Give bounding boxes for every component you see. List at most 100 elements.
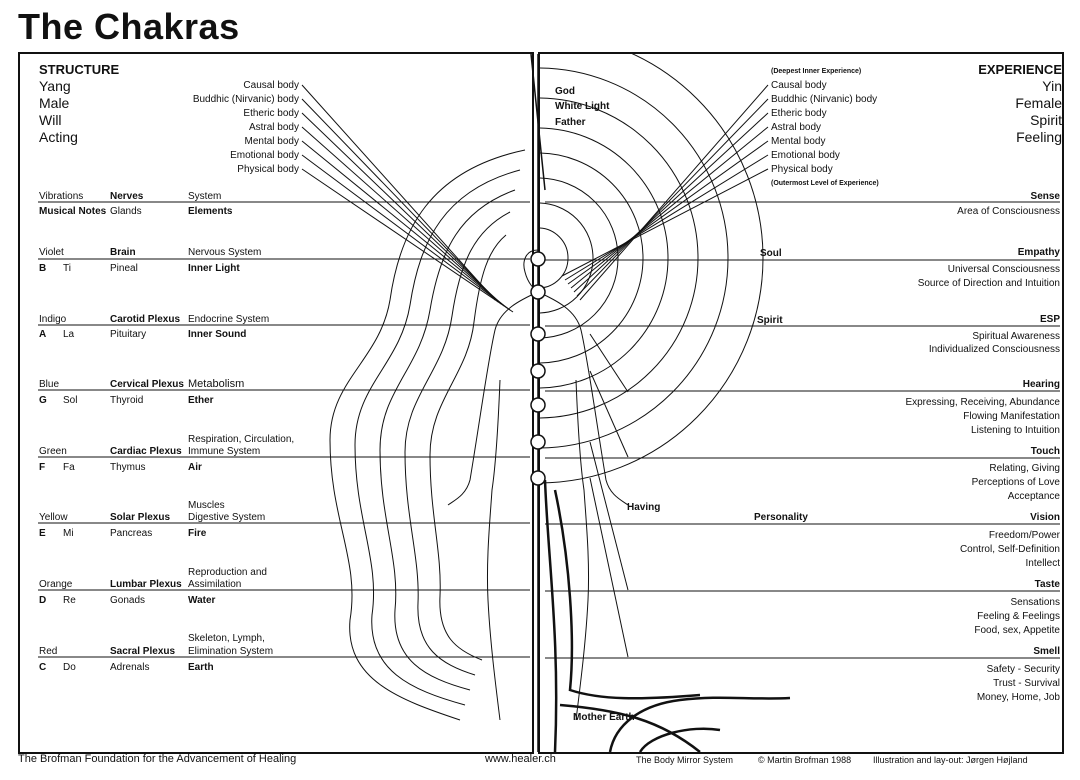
sense-name: Smell [1033,646,1060,657]
right-body-etheric: Etheric body [771,108,827,119]
chakra-note: C [39,662,47,673]
body-ray-left [301,98,499,303]
chakra-solfege: Mi [63,528,74,539]
trait-will: Will [39,112,62,128]
sense-name: ESP [1039,314,1060,325]
left-body-astral: Astral body [248,122,299,133]
sense-line: Freedom/Power [988,530,1060,541]
aura-circle [540,54,764,484]
aura-circles [540,54,764,484]
chakra-system-line2: Assimilation [188,579,242,590]
body-ray-left [301,168,514,313]
right-body-causal: Causal body [771,80,827,91]
body-ray-left [301,140,508,309]
sense-line: Expressing, Receiving, Abundance [905,397,1060,408]
chakra-node [530,397,546,413]
body-ray-left [301,84,496,301]
sense-connector [589,441,629,591]
chakra-gland: Gonads [110,595,146,606]
sense-line: Acceptance [1007,491,1060,502]
sense-line: Universal Consciousness [947,264,1060,275]
label-god: God [555,86,575,97]
sense-name: Taste [1034,579,1060,590]
light-ray [530,53,546,191]
body-ray-left [301,126,505,307]
right-body-emotional: Emotional body [771,150,840,161]
chakra-color: Yellow [39,512,68,523]
chakra-color: Red [39,646,58,657]
chakra-system-line1: Muscles [188,500,225,511]
chakra-nerve: Carotid Plexus [110,314,181,325]
aura-wave [354,169,521,706]
chakra-gland: Pancreas [110,528,153,539]
aura-wave [379,189,516,691]
trait-yin: Yin [1042,78,1062,94]
chakra-note: F [39,462,46,473]
trait-acting: Acting [39,129,78,145]
sense-connector [589,477,629,658]
chakra-color: Indigo [39,314,67,325]
chakra-node [530,326,546,342]
sense-line: Relating, Giving [989,463,1060,474]
chakra-solfege: La [63,329,75,340]
body-silhouette [447,249,629,721]
left-body-emotional: Emotional body [230,150,299,161]
page-title: The Chakras [18,6,240,47]
chakra-solfege: Ti [63,263,71,274]
sense-line: Feeling & Feelings [977,611,1060,622]
label-father: Father [555,117,586,128]
chakra-node [530,251,546,267]
aura-wave [429,234,507,661]
sense-line: Flowing Manifestation [963,411,1060,422]
chakra-system-line1: Skeleton, Lymph, [188,633,265,644]
col-musical-notes: Musical Notes [39,206,107,217]
label-white-light: White Light [555,101,610,112]
footer-foundation: The Brofman Foundation for the Advanceme… [18,753,297,765]
chakra-element: Air [188,462,202,473]
earth-root [543,479,558,753]
right-body-astral: Astral body [771,122,822,133]
chakra-element: Water [188,595,216,606]
chakra-system-line1: Reproduction and [188,567,267,578]
left-body-etheric: Etheric body [243,108,299,119]
chakra-note: D [39,595,47,606]
body-ray-right [576,98,769,297]
right-body-physical: Physical body [771,164,833,175]
sense-line: Trust - Survival [993,678,1060,689]
aura-circle [540,127,669,389]
body-ray-left [301,112,502,305]
chakra-gland: Thyroid [110,395,144,406]
chakra-color: Green [39,446,67,457]
sense-line: Perceptions of Love [971,477,1060,488]
chakra-element: Inner Light [188,263,240,274]
deepest-note: (Deepest Inner Experience) [771,68,862,75]
chakra-system: Endocrine System [188,314,270,325]
body-ray-right [579,84,769,301]
sense-name: Vision [1030,512,1060,523]
left-body-physical: Physical body [237,164,299,175]
level-having: Having [627,502,661,513]
earth-root [608,696,791,753]
footer-system: The Body Mirror System [636,755,734,765]
aura-circle [540,202,594,314]
trait-yang: Yang [39,78,71,94]
earth-root [553,489,701,700]
col-vibrations: Vibrations [39,191,84,202]
chakra-nerve: Cardiac Plexus [110,446,182,457]
sense-line: Individualized Consciousness [928,344,1060,355]
aura-wave [329,149,526,721]
chakra-note: E [39,528,46,539]
chakra-nerve: Lumbar Plexus [110,579,182,590]
label-mother-earth: Mother Earth [573,712,635,723]
col-glands: Glands [110,206,142,217]
body-ray-right [570,126,769,289]
sense-line: Safety - Security [986,664,1060,675]
chakra-solfege: Sol [63,395,78,406]
level-personality: Personality [754,512,808,523]
aura-circle [540,227,569,289]
right-body-mental: Mental body [771,136,826,147]
chakra-system-line2: Immune System [188,446,261,457]
sense-line: Control, Self-Definition [959,544,1060,555]
sense-name: Touch [1030,446,1060,457]
level-spirit: Spirit [757,315,783,326]
